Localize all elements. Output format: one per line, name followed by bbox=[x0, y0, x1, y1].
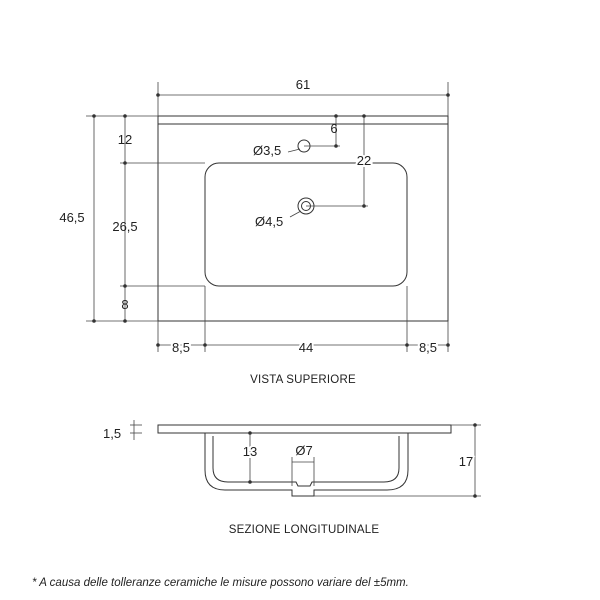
section-outline bbox=[157, 424, 452, 434]
leader-tap-dia bbox=[287, 148, 301, 153]
footnote: * A causa delle tolleranze ceramiche le … bbox=[32, 577, 409, 589]
dim-tap-dia: Ø3,5 bbox=[253, 143, 281, 158]
dim-right-margin: 8,5 bbox=[419, 340, 437, 355]
dim-dot bbox=[248, 480, 252, 484]
dim-bowl-height: 13 bbox=[243, 444, 257, 459]
dim-depth-total: 46,5 bbox=[59, 210, 84, 225]
dim-width-total: 61 bbox=[296, 77, 310, 92]
section-view: 1,5 13 Ø7 17 SEZIONE LONGITUDINALE bbox=[103, 420, 481, 536]
dim-left-margin: 8,5 bbox=[172, 340, 190, 355]
section-bowl-outer bbox=[204, 433, 409, 497]
bowl-outline bbox=[204, 162, 408, 287]
basin-outline bbox=[157, 115, 449, 322]
dim-dot bbox=[92, 114, 96, 118]
dim-bowl-width: 44 bbox=[299, 340, 313, 355]
dim-dot bbox=[123, 284, 127, 288]
dim-dot bbox=[123, 161, 127, 165]
caption-top-view: VISTA SUPERIORE bbox=[250, 374, 356, 386]
dim-dot bbox=[123, 319, 127, 323]
dim-dot bbox=[156, 343, 160, 347]
dim-dot bbox=[446, 343, 450, 347]
dim-dot bbox=[473, 423, 477, 427]
dim-drain-offset: 22 bbox=[357, 153, 371, 168]
leader-drain-dia bbox=[289, 210, 302, 218]
dim-dot bbox=[92, 319, 96, 323]
dim-tap-offset: 6 bbox=[330, 121, 337, 136]
dim-dot bbox=[248, 431, 252, 435]
dim-dot bbox=[203, 343, 207, 347]
top-view: 61 46,5 12 26,5 8 8,5 44 8,5 bbox=[59, 77, 450, 386]
dim-total-height: 17 bbox=[459, 454, 473, 469]
dim-dot bbox=[156, 93, 160, 97]
dim-section-drain-dia: Ø7 bbox=[295, 443, 312, 458]
caption-section-view: SEZIONE LONGITUDINALE bbox=[229, 524, 380, 536]
dim-dot bbox=[334, 114, 338, 118]
dim-dot bbox=[123, 114, 127, 118]
dim-dot bbox=[362, 114, 366, 118]
dim-front-margin: 8 bbox=[121, 297, 128, 312]
dim-back-margin: 12 bbox=[118, 132, 132, 147]
dim-bowl-depth: 26,5 bbox=[112, 219, 137, 234]
section-bowl-inner bbox=[212, 436, 400, 487]
dim-top-thickness: 1,5 bbox=[103, 426, 121, 441]
dim-dot bbox=[405, 343, 409, 347]
dim-dot bbox=[362, 204, 366, 208]
dim-dot bbox=[334, 144, 338, 148]
dim-drain-dia: Ø4,5 bbox=[255, 214, 283, 229]
dim-dot bbox=[446, 93, 450, 97]
dim-dot bbox=[473, 494, 477, 498]
